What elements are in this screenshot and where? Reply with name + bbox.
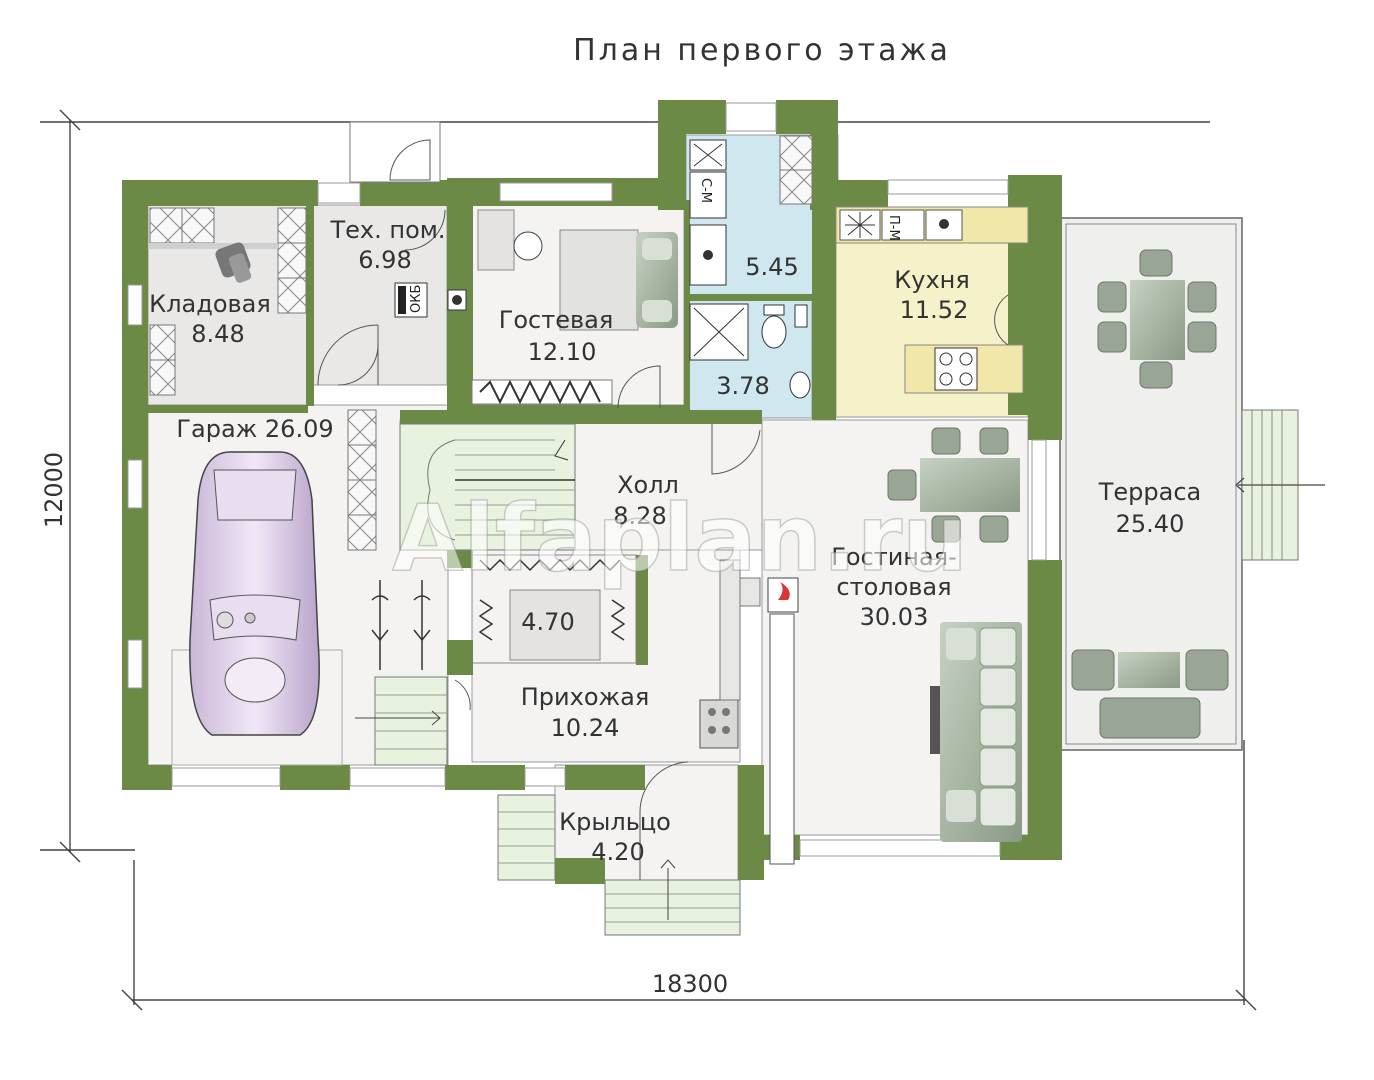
room-name-porch: Крыльцо bbox=[559, 808, 671, 836]
room-name-tech: Тех. пом. bbox=[330, 216, 446, 244]
room-area-porch: 4.20 bbox=[591, 838, 644, 866]
windows bbox=[127, 102, 1047, 857]
room-area-closet: 4.70 bbox=[521, 608, 574, 636]
room-area-entry: 10.24 bbox=[551, 714, 620, 742]
tech-door-swing bbox=[317, 324, 379, 386]
plan-title: План первого этажа bbox=[573, 33, 951, 68]
room-area-living: 30.03 bbox=[860, 603, 929, 631]
terrace-furniture bbox=[1071, 249, 1229, 739]
boiler-label: ОКБ bbox=[409, 285, 424, 313]
porch bbox=[497, 794, 741, 936]
car-icon bbox=[171, 451, 343, 766]
washer-label: С-М bbox=[698, 178, 713, 203]
room-area-tech: 6.98 bbox=[358, 246, 411, 274]
dining-table bbox=[887, 427, 1020, 543]
dimension-lines bbox=[40, 109, 1257, 1011]
tech-exit bbox=[349, 121, 441, 183]
storage-chair-icon bbox=[215, 242, 252, 283]
room-area-bath-1: 5.45 bbox=[745, 253, 798, 281]
room-area-kitchen: 11.52 bbox=[900, 296, 969, 324]
room-name-garage: Гараж 26.09 bbox=[176, 415, 333, 443]
garage-steps bbox=[374, 676, 448, 766]
room-name-terrace: Терраса bbox=[1098, 478, 1202, 506]
living-furniture bbox=[739, 577, 1022, 865]
room-name-storage: Кладовая bbox=[149, 290, 271, 318]
height-dimension: 12000 bbox=[40, 452, 68, 528]
room-labels: Кладовая 8.48 Тех. пом. 6.98 Гостевая 12… bbox=[149, 216, 1201, 866]
room-name-living-2: столовая bbox=[836, 573, 951, 601]
room-name-living-1: Гостиная- bbox=[831, 543, 957, 571]
room-name-hall: Холл bbox=[617, 471, 679, 499]
closet-bench bbox=[509, 589, 601, 661]
room-name-guest: Гостевая bbox=[499, 306, 614, 334]
bathroom-fixtures: С-М bbox=[689, 139, 727, 286]
bathroom-2-fixtures bbox=[689, 303, 811, 399]
room-name-kitchen: Кухня bbox=[894, 266, 970, 294]
bicycles-icon bbox=[371, 580, 431, 670]
boiler-icon: ОКБ bbox=[394, 282, 467, 318]
room-area-guest: 12.10 bbox=[528, 338, 597, 366]
staircase bbox=[399, 423, 576, 551]
dishwasher-label: П-М bbox=[886, 215, 901, 241]
kitchen-fixtures: П-М bbox=[835, 206, 1029, 394]
room-name-entry: Прихожая bbox=[521, 683, 650, 711]
doors bbox=[337, 344, 761, 880]
room-area-bath-2: 3.78 bbox=[716, 372, 769, 400]
wardrobe bbox=[478, 558, 626, 641]
storage-shelf bbox=[148, 243, 278, 249]
guest-furniture bbox=[471, 209, 678, 405]
room-area-storage: 8.48 bbox=[191, 320, 244, 348]
room-area-hall: 8.28 bbox=[613, 502, 666, 530]
storage-cabinets bbox=[149, 135, 813, 551]
entry-cabinet bbox=[699, 699, 739, 749]
room-area-terrace: 25.40 bbox=[1116, 510, 1185, 538]
width-dimension: 18300 bbox=[652, 970, 728, 998]
watermark: Alfaplan.ru bbox=[392, 485, 968, 592]
